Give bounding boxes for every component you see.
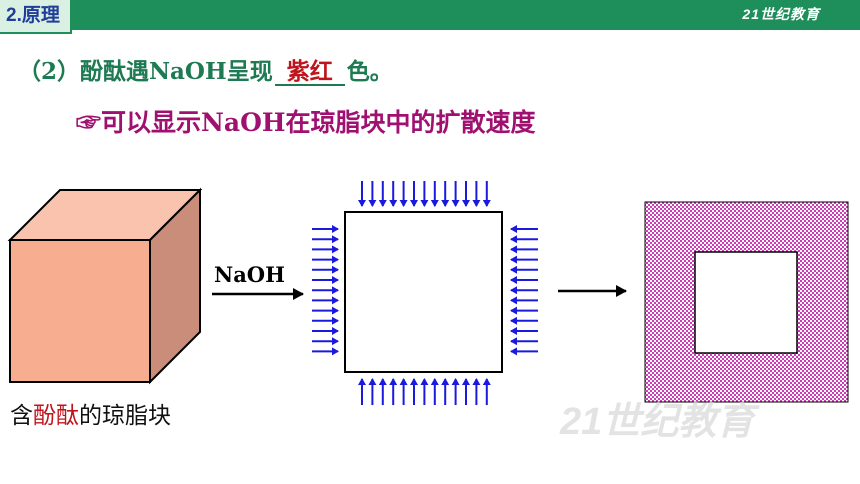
caption-prefix: 含: [10, 403, 33, 429]
agar-block-outline: [344, 211, 503, 373]
statement-line: （2）酚酞遇NaOH呈现紫红色。: [18, 52, 393, 86]
cube-front-face: [9, 239, 151, 383]
agar-cube: [7, 187, 203, 385]
undiffused-core: [694, 251, 798, 354]
point-line: ☞可以显示NaOH在琼脂块中的扩散速度: [76, 103, 535, 139]
statement-suffix: 色。: [346, 58, 393, 85]
caption-suffix: 的琼脂块: [79, 403, 171, 429]
naoh-diffusion-arrows: [312, 181, 538, 405]
section-label: 2.原理: [0, 0, 72, 34]
pointing-hand-icon: ☞: [76, 108, 102, 137]
statement-prefix: （2）酚酞遇NaOH呈现: [18, 58, 273, 85]
cube-caption: 含酚酞的琼脂块: [10, 396, 171, 430]
diffused-block: [644, 201, 849, 403]
naoh-label: NaOH: [214, 262, 285, 287]
caption-highlight: 酚酞: [33, 403, 79, 429]
answer-blank: 紫红: [274, 60, 345, 86]
point-text: 可以显示NaOH在琼脂块中的扩散速度: [101, 108, 536, 137]
header-bar: [0, 0, 860, 30]
brand-logo: 21世纪教育: [742, 6, 820, 22]
brand-watermark: 21世纪教育: [560, 401, 755, 443]
